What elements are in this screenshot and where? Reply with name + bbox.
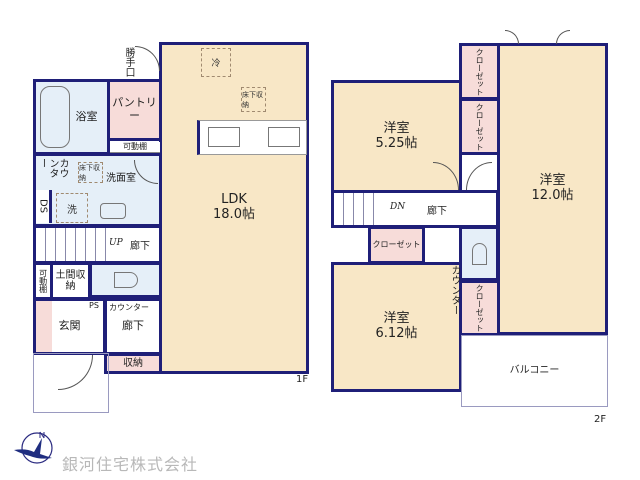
- adjustable-shelf-1: 可動棚: [110, 142, 160, 153]
- room-b-name: 洋室: [539, 173, 566, 189]
- stairs-1f: [36, 228, 106, 261]
- hallway-2: 廊下: [104, 298, 162, 355]
- doma-storage: 土間収納: [50, 262, 91, 300]
- compass-bird-icon: [14, 431, 53, 464]
- storage-label: 収納: [123, 357, 143, 369]
- up-label: UP: [109, 238, 123, 248]
- bathroom-label: 浴室: [75, 109, 98, 123]
- room-c-size: 6.12帖: [375, 326, 418, 341]
- floor-1-label: 1F: [296, 374, 309, 385]
- closet-1: クローゼット: [459, 43, 500, 100]
- underfloor-storage-wash: 床下収納: [78, 162, 103, 183]
- ldk-size: 18.0帖: [213, 207, 255, 222]
- adjustable-shelf-1-label: 可動棚: [123, 142, 147, 152]
- room-pantry: パントリー: [107, 79, 162, 141]
- sink-icon: [208, 127, 240, 147]
- entrance-label: 玄関: [58, 319, 81, 333]
- stove-icon: [268, 127, 300, 147]
- company-logo: [10, 428, 58, 468]
- room-toilet-1f: [89, 262, 162, 298]
- room-a-name: 洋室: [383, 120, 410, 136]
- wash-basin-icon: [100, 203, 126, 219]
- ds-label: DS: [37, 199, 49, 214]
- toilet-icon: [113, 272, 138, 288]
- back-door-label: 勝手口: [123, 47, 134, 77]
- closet-3: クローゼット: [368, 226, 425, 264]
- room-b-size: 12.0帖: [531, 188, 574, 203]
- room-toilet-2f: [459, 226, 499, 281]
- doma-storage-label: 土間収納: [55, 269, 86, 293]
- balcony-label: バルコニー: [509, 365, 560, 377]
- counter-2f-label: カウンター: [449, 265, 460, 315]
- counter-2-label: カウンター: [109, 303, 149, 312]
- ds-box: DS: [36, 190, 52, 223]
- fridge: 冷: [201, 48, 231, 77]
- dn-label: DN: [390, 202, 406, 212]
- porch: [33, 353, 109, 413]
- room-b-door[interactable]: [466, 162, 492, 190]
- balcony: バルコニー: [461, 335, 608, 407]
- room-c-name: 洋室: [383, 311, 410, 327]
- closet-4-label: クローゼット: [475, 284, 485, 332]
- back-door[interactable]: [135, 46, 160, 71]
- washroom-label: 洗面室: [106, 173, 136, 184]
- toilet-2f-icon: [471, 242, 487, 265]
- bathtub-icon: [40, 86, 70, 148]
- balcony-door-1[interactable]: [505, 30, 519, 44]
- room-ldk: LDK 18.0帖: [159, 42, 309, 374]
- closet-2-label: クローゼット: [475, 102, 485, 151]
- closet-4: クローゼット: [459, 280, 500, 336]
- hallway-2f-label: 廊下: [427, 206, 447, 217]
- hallway-2-label: 廊下: [122, 319, 144, 333]
- floor-2-label: 2F: [594, 414, 607, 425]
- ps-label: PS: [89, 301, 99, 310]
- closet-2: クローゼット: [459, 98, 500, 155]
- closet-1-label: クローゼット: [475, 47, 485, 96]
- hallway-1-label: 廊下: [130, 241, 150, 252]
- closet-3-label: クローゼット: [372, 240, 421, 250]
- room-a-size: 5.25帖: [375, 135, 418, 151]
- room-western-12-0: 洋室 12.0帖: [497, 43, 608, 335]
- shoe-cabinet: [36, 301, 52, 352]
- stairs-2f: [334, 193, 374, 225]
- kitchen-counter: [197, 120, 307, 155]
- pantry-label: パントリー: [112, 96, 157, 122]
- company-name: 銀河住宅株式会社: [62, 455, 199, 474]
- underfloor-storage-ldk: 床下収納: [241, 87, 266, 112]
- room-western-6-12: 洋室 6.12帖: [331, 262, 462, 392]
- storage-1f: 収納: [104, 353, 162, 374]
- washer-space: 洗: [56, 193, 88, 223]
- ldk-name: LDK: [221, 192, 247, 208]
- balcony-door-2[interactable]: [556, 30, 570, 44]
- counter-1-label: カウンター: [37, 158, 68, 178]
- adjustable-shelf-2-label: 可動棚: [38, 269, 48, 293]
